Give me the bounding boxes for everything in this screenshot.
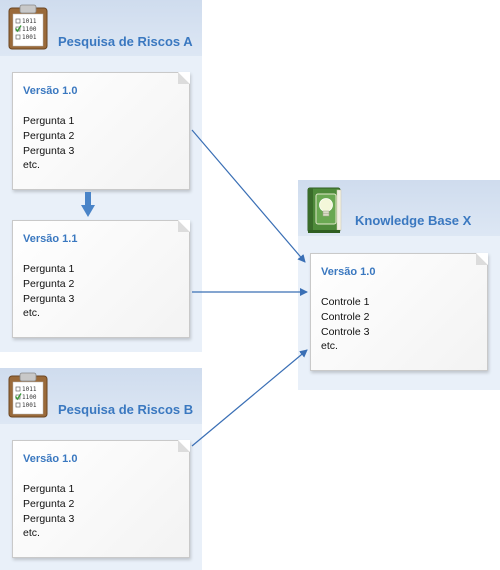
list-item: Pergunta 1 — [23, 263, 75, 275]
page-fold-icon — [476, 253, 488, 265]
page-fold-icon — [178, 220, 190, 232]
list-item: Pergunta 3 — [23, 292, 75, 305]
list-item: Pergunta 2 — [23, 277, 75, 290]
knowledge-base-version-1-0-card[interactable]: Versão 1.0 Controle 1 Controle 2 Control… — [310, 253, 488, 371]
binary-row: 1100 — [22, 26, 37, 33]
survey-b-panel: 1011 1100 1001 Pesquisa de Riscos B Vers… — [0, 368, 202, 570]
list-item: Pergunta 1 — [23, 483, 75, 495]
version-label: Versão 1.0 — [23, 85, 78, 97]
list-item: etc. — [321, 340, 338, 353]
page-fold-icon — [178, 72, 190, 84]
control-list: Controle 1 Controle 2 Controle 3 etc. — [321, 295, 369, 354]
binary-row: 1100 — [22, 394, 37, 401]
list-item: Pergunta 2 — [23, 497, 75, 510]
survey-b-version-1-0-card[interactable]: Versão 1.0 Pergunta 1 Pergunta 2 Pergunt… — [12, 440, 190, 558]
clipboard-checklist-icon: 1011 1100 1001 — [8, 372, 48, 418]
knowledge-base-title: Knowledge Base X — [355, 213, 472, 228]
knowledge-base-panel: Knowledge Base X Versão 1.0 Controle 1 C… — [298, 180, 500, 390]
version-label: Versão 1.1 — [23, 233, 78, 245]
question-list: Pergunta 1 Pergunta 2 Pergunta 3 etc. — [23, 482, 74, 541]
survey-b-title: Pesquisa de Riscos B — [58, 402, 194, 417]
connector-a10-to-kb — [191, 129, 306, 263]
version-label: Versão 1.0 — [321, 266, 376, 278]
binary-row: 1011 — [22, 386, 37, 393]
survey-a-title: Pesquisa de Riscos A — [58, 34, 193, 49]
list-item: etc. — [23, 307, 40, 320]
question-list: Pergunta 1 Pergunta 2 Pergunta 3 etc. — [23, 262, 74, 321]
version-label: Versão 1.0 — [23, 453, 78, 465]
survey-a-version-1-0-card[interactable]: Versão 1.0 Pergunta 1 Pergunta 2 Pergunt… — [12, 72, 190, 190]
survey-a-panel: 1011 1100 1001 Pesquisa de Riscos A Vers… — [0, 0, 202, 352]
page-fold-icon — [178, 440, 190, 452]
version-arrow — [81, 192, 95, 217]
survey-a-version-1-1-card[interactable]: Versão 1.1 Pergunta 1 Pergunta 2 Pergunt… — [12, 220, 190, 338]
list-item: Pergunta 2 — [23, 129, 75, 142]
list-item: etc. — [23, 159, 40, 172]
list-item: Controle 2 — [321, 310, 370, 323]
binary-row: 1011 — [22, 18, 37, 25]
list-item: Pergunta 3 — [23, 144, 75, 157]
list-item: Pergunta 1 — [23, 115, 75, 127]
binary-row: 1001 — [22, 402, 37, 409]
question-list: Pergunta 1 Pergunta 2 Pergunta 3 etc. — [23, 114, 74, 173]
binary-row: 1001 — [22, 34, 37, 41]
clipboard-checklist-icon: 1011 1100 1001 — [8, 4, 48, 50]
list-item: Controle 1 — [321, 296, 370, 308]
connector-b10-to-kb — [191, 349, 308, 447]
lightbulb-book-icon — [304, 186, 344, 236]
list-item: etc. — [23, 527, 40, 540]
list-item: Pergunta 3 — [23, 512, 75, 525]
list-item: Controle 3 — [321, 325, 370, 338]
